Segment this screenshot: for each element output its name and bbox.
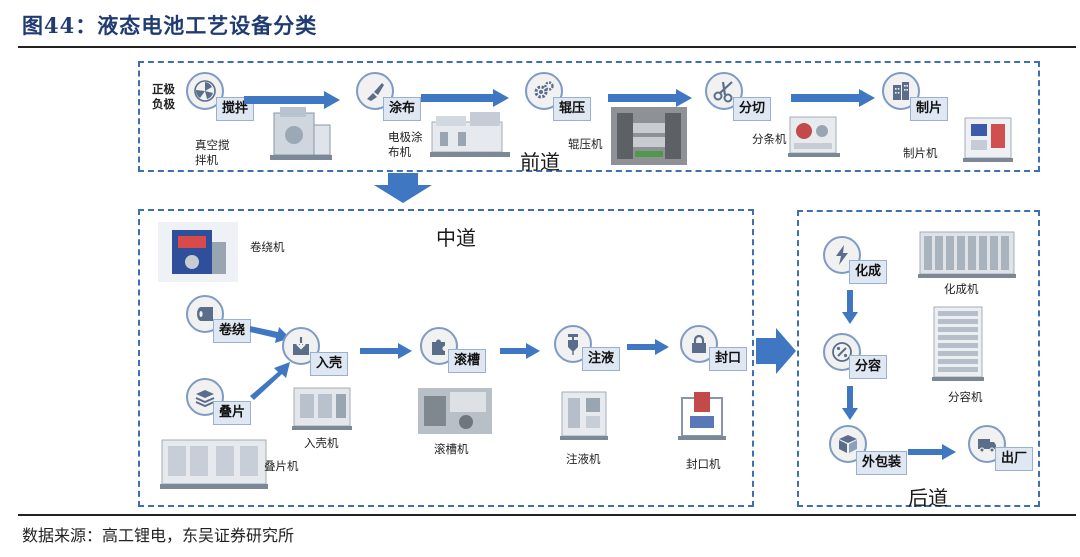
coating-machine-label-2: 布机 — [388, 145, 411, 159]
stacking-machine-label: 叠片机 — [264, 459, 299, 473]
middle-section-title: 中道 — [436, 226, 476, 250]
step-winding-tag: 卷绕 — [213, 319, 252, 343]
step-grading-tag: 分容 — [849, 355, 888, 379]
coating-machine-label-1: 电极涂 — [388, 130, 423, 144]
stacking-to-casing-arrow — [250, 362, 290, 400]
step-formation-tag: 化成 — [849, 260, 888, 284]
front-arrow-2 — [421, 89, 509, 107]
roller-press-image — [611, 107, 687, 165]
step-packaging-tag: 外包装 — [856, 451, 908, 475]
formation-machine-label: 化成机 — [944, 282, 979, 296]
slitting-machine-label: 分条机 — [752, 132, 787, 146]
stacking-machine-image — [160, 432, 268, 492]
slitting-machine-image — [786, 107, 842, 159]
grooving-to-injection-arrow — [500, 343, 540, 359]
sheeting-machine-label: 制片机 — [903, 146, 938, 160]
formation-to-grading-arrow — [842, 290, 858, 324]
grooving-machine-label: 滚槽机 — [434, 442, 469, 456]
step-stacking-tag: 叠片 — [213, 401, 252, 425]
cathode-label: 正极 — [152, 82, 175, 96]
sheeting-machine-image — [961, 112, 1015, 164]
vacuum-mixer-image — [266, 103, 336, 163]
anode-label: 负极 — [152, 97, 175, 111]
step-shipment-tag: 出厂 — [995, 447, 1034, 471]
step-injection-tag: 注液 — [582, 347, 621, 371]
source-note: 数据来源：高工锂电，东吴证券研究所 — [22, 526, 295, 545]
step-sealing-tag: 封口 — [709, 347, 748, 371]
sealing-machine-label: 封口机 — [686, 457, 721, 471]
injection-machine-image — [556, 388, 612, 444]
packaging-to-shipment-arrow — [908, 444, 956, 460]
front-section-box — [138, 61, 1040, 172]
vacuum-mixer-label-2: 拌机 — [195, 153, 218, 167]
casing-machine-image — [290, 384, 354, 432]
grooving-machine-image — [418, 388, 492, 434]
step-coating-tag: 涂布 — [383, 97, 422, 121]
front-arrow-1 — [244, 91, 340, 109]
sealing-machine-image — [672, 388, 732, 446]
grading-machine-label: 分容机 — [948, 390, 983, 404]
back-section-box — [797, 210, 1040, 507]
casing-to-grooving-arrow — [360, 343, 412, 359]
bottom-rule — [18, 514, 1076, 516]
step-slitting-tag: 分切 — [733, 97, 772, 121]
step-casing-tag: 入壳 — [310, 352, 349, 376]
top-rule — [18, 46, 1076, 48]
injection-machine-label: 注液机 — [566, 452, 601, 466]
casing-machine-label: 入壳机 — [304, 436, 339, 450]
grading-to-packaging-arrow — [842, 386, 858, 420]
middle-to-back-arrow — [756, 328, 796, 374]
front-section-title: 前道 — [520, 150, 560, 174]
step-rolling-tag: 辊压 — [553, 97, 592, 121]
back-section-title: 后道 — [908, 486, 948, 510]
coating-machine-image — [430, 108, 512, 160]
roller-press-label: 辊压机 — [568, 137, 603, 151]
figure-title: 图44：液态电池工艺设备分类 — [22, 13, 318, 38]
front-arrow-4 — [791, 89, 875, 107]
front-to-middle-arrow — [374, 173, 432, 203]
front-arrow-3 — [608, 89, 692, 107]
injection-to-sealing-arrow — [627, 339, 669, 355]
winding-to-casing-arrow — [250, 326, 290, 343]
puzzle-icon — [420, 327, 458, 365]
grading-machine-image — [930, 305, 986, 383]
winding-machine-image — [158, 222, 238, 282]
formation-machine-image — [918, 226, 1016, 282]
vacuum-mixer-label-1: 真空搅 — [195, 138, 230, 152]
step-sheeting-tag: 制片 — [910, 97, 949, 121]
lock-icon — [680, 325, 718, 363]
winding-machine-label: 卷绕机 — [250, 240, 285, 254]
middle-section-box — [138, 209, 754, 507]
step-grooving-tag: 滚槽 — [448, 349, 487, 373]
